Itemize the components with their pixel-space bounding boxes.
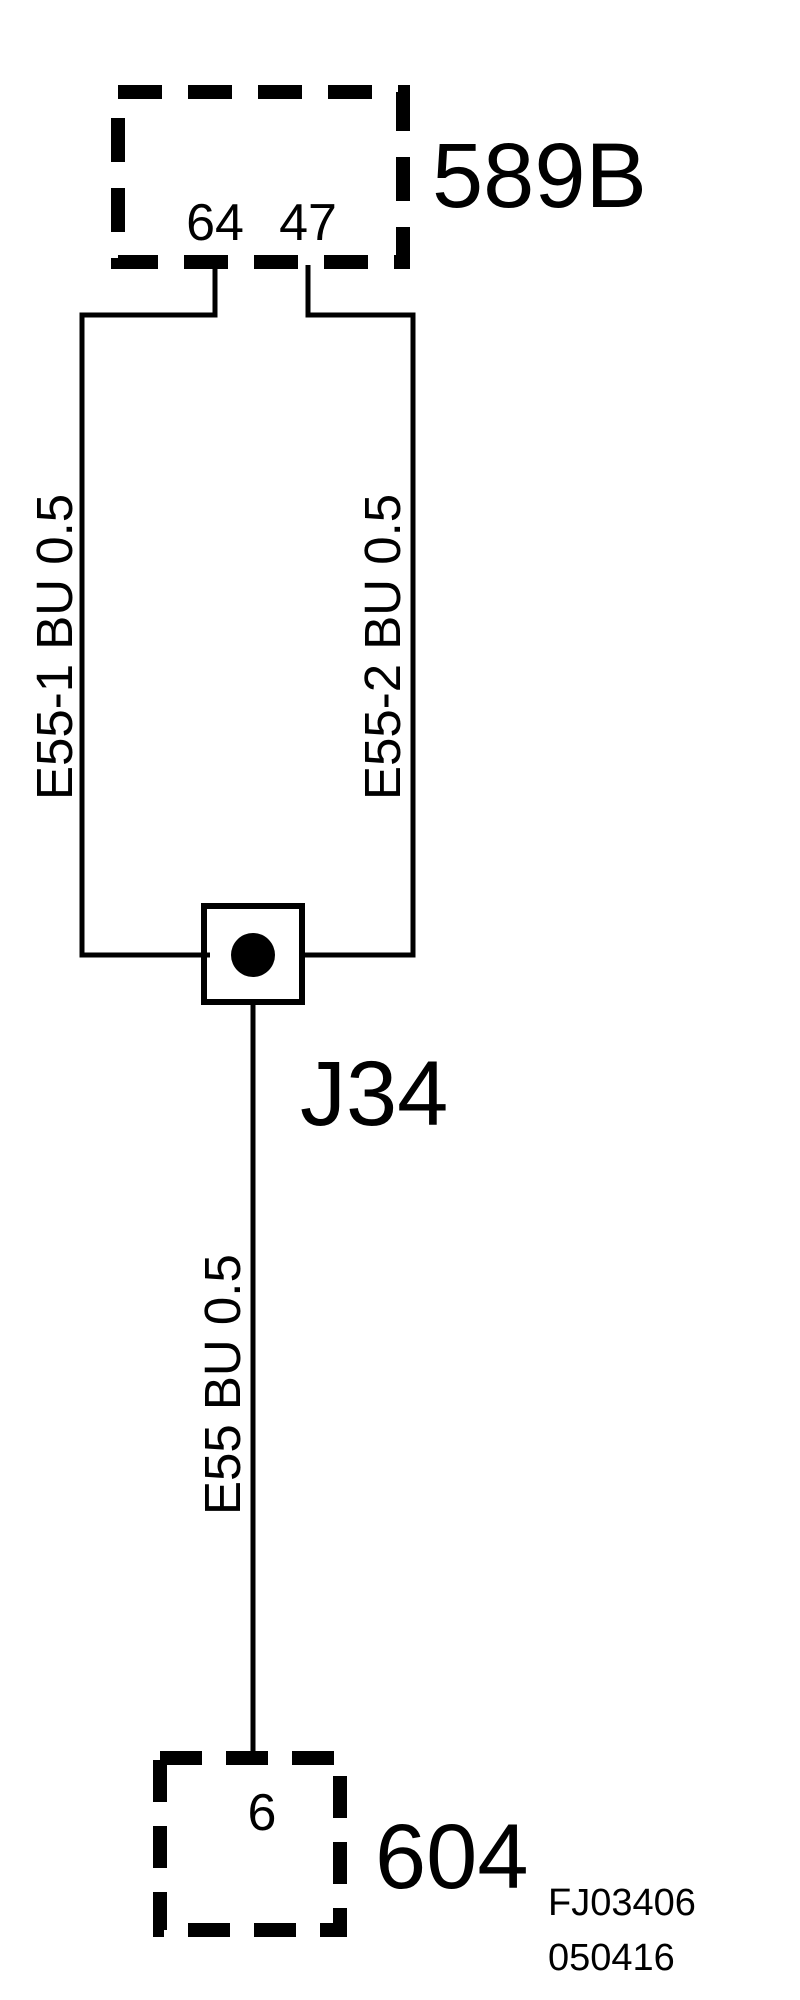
connector-604-pin-6: 6: [248, 1784, 277, 1842]
connector-589b-pin-47: 47: [279, 194, 337, 252]
wire-e55-1-path: [79, 265, 218, 958]
splice-j34-label: J34: [300, 1043, 448, 1145]
wire-e55-label: E55 BU 0.5: [194, 1254, 251, 1515]
connector-604-outline: [153, 1751, 347, 1937]
splice-j34: [201, 903, 305, 1005]
wire-e55-2: [302, 265, 416, 958]
wire-e55-2-label: E55-2 BU 0.5: [354, 494, 411, 800]
connector-589b-outline: [111, 85, 410, 269]
wire-e55-2-path: [302, 265, 416, 958]
reference-date: 050416: [548, 1937, 675, 1979]
connector-589b: [111, 85, 410, 269]
reference-code: FJ03406: [548, 1882, 696, 1924]
splice-j34-dot: [231, 933, 275, 977]
connector-604-label: 604: [375, 1806, 529, 1908]
connector-589b-label: 589B: [432, 125, 647, 227]
connector-589b-pin-64: 64: [186, 194, 244, 252]
wire-e55-1-label: E55-1 BU 0.5: [26, 494, 83, 800]
wire-e55-1: [79, 265, 218, 958]
connector-604: [153, 1751, 347, 1937]
